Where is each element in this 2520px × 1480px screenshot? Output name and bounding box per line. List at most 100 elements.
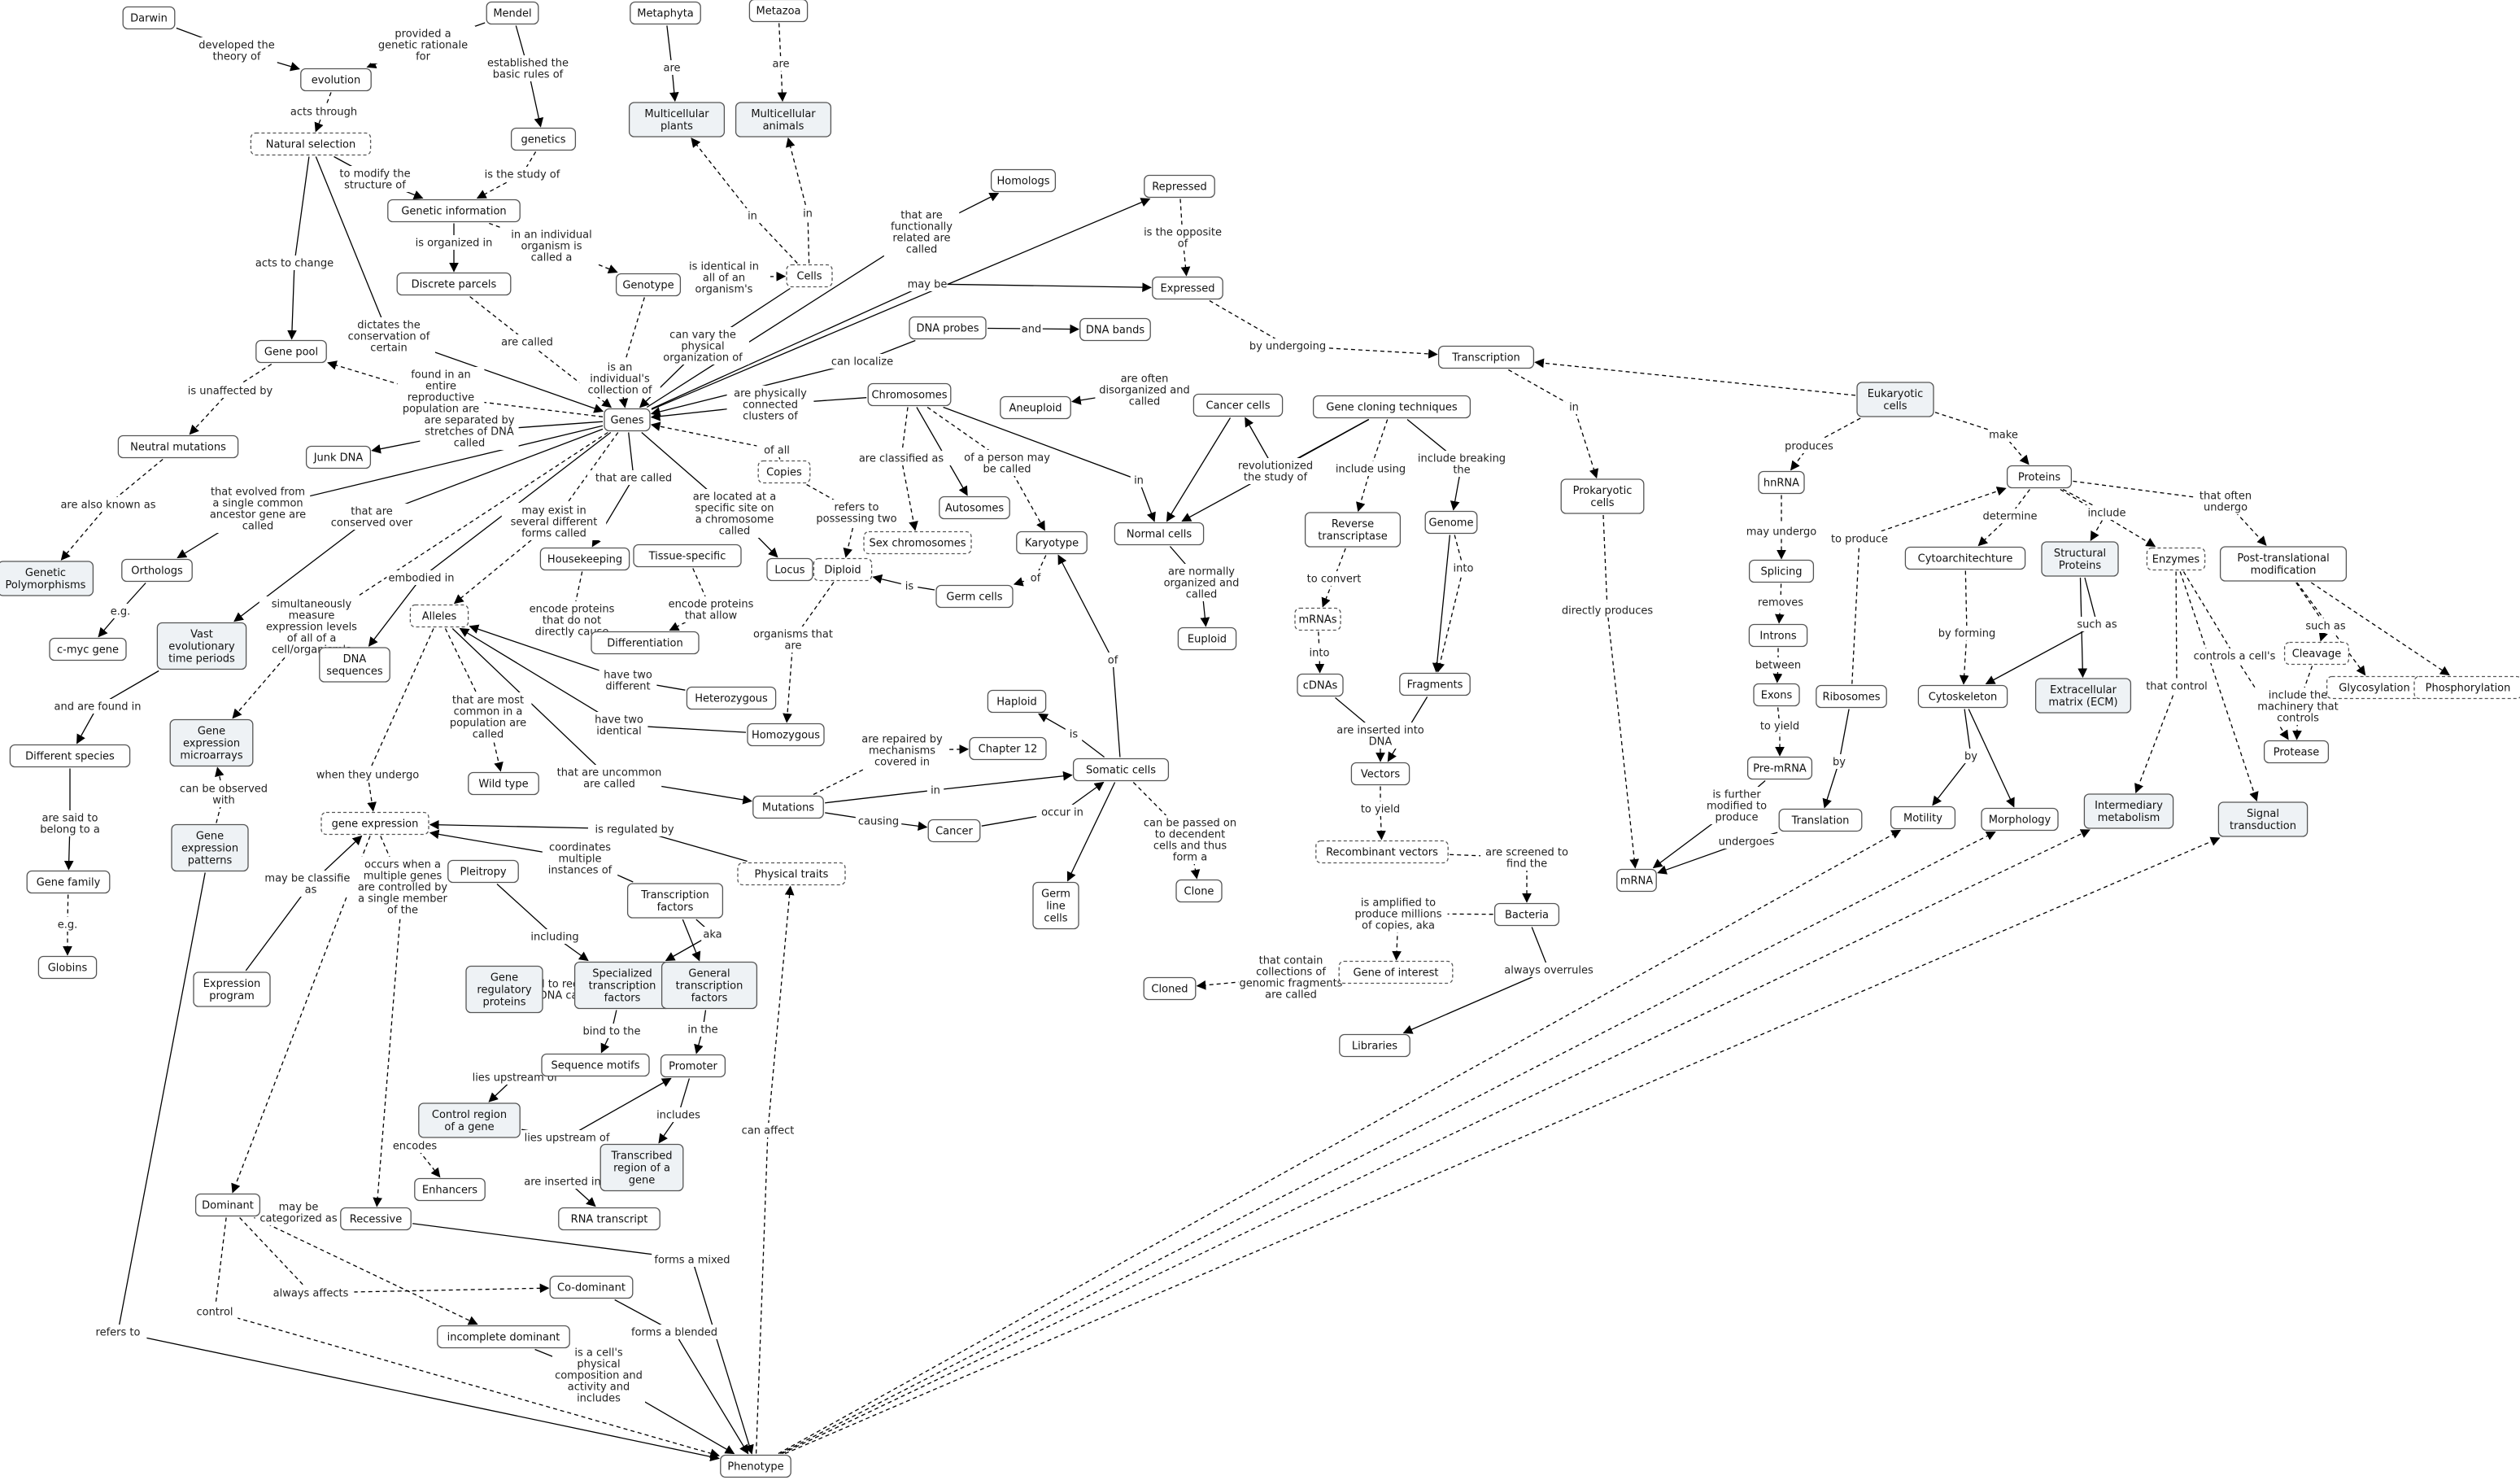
concept-node-motility[interactable]: Motility	[1890, 805, 1956, 830]
concept-node-incomplete[interactable]: incomplete dominant	[437, 1325, 570, 1349]
concept-node-genotype[interactable]: Genotype	[615, 273, 682, 297]
concept-node-enzymes[interactable]: Enzymes	[2146, 547, 2206, 571]
concept-node-mendel[interactable]: Mendel	[486, 1, 539, 25]
concept-node-natsel[interactable]: Natural selection	[250, 132, 372, 156]
concept-node-sexchrom[interactable]: Sex chromosomes	[863, 530, 972, 555]
concept-node-fragments[interactable]: Fragments	[1399, 672, 1471, 696]
concept-node-differentiation[interactable]: Differentiation	[591, 631, 700, 655]
concept-node-mrna[interactable]: mRNA	[1616, 868, 1657, 893]
concept-node-metaphyta[interactable]: Metaphyta	[630, 1, 701, 25]
concept-node-autosomes[interactable]: Autosomes	[939, 496, 1010, 520]
concept-node-ribosomes[interactable]: Ribosomes	[1816, 684, 1887, 709]
concept-node-genefamily[interactable]: Gene family	[26, 870, 111, 894]
concept-node-glyco[interactable]: Glycosylation	[2326, 675, 2423, 700]
concept-node-cleavage[interactable]: Cleavage	[2283, 641, 2350, 666]
concept-node-enhancers[interactable]: Enhancers	[414, 1177, 486, 1202]
concept-node-haploid[interactable]: Haploid	[987, 689, 1047, 714]
concept-node-darwin[interactable]: Darwin	[122, 6, 176, 30]
concept-node-phenotype[interactable]: Phenotype	[720, 1454, 791, 1478]
concept-node-cmyc[interactable]: c-myc gene	[49, 637, 127, 661]
concept-node-phospho[interactable]: Phosphorylation	[2413, 675, 2520, 700]
concept-node-goi[interactable]: Gene of interest	[1338, 960, 1454, 984]
concept-node-dominant[interactable]: Dominant	[194, 1193, 261, 1217]
concept-node-rnatranscript[interactable]: RNA transcript	[558, 1207, 661, 1231]
concept-node-cloned[interactable]: Cloned	[1143, 976, 1197, 1001]
concept-node-wildtype[interactable]: Wild type	[468, 771, 539, 796]
concept-node-morphology[interactable]: Morphology	[1981, 807, 2059, 832]
concept-node-genetics[interactable]: genetics	[510, 127, 577, 151]
concept-node-orthologs[interactable]: Orthologs	[121, 558, 193, 583]
concept-node-housekeeping[interactable]: Housekeeping	[539, 547, 630, 571]
concept-node-physical[interactable]: Physical traits	[737, 862, 846, 886]
concept-node-cancercells[interactable]: Cancer cells	[1192, 393, 1284, 417]
concept-node-karyotype[interactable]: Karyotype	[1016, 530, 1088, 555]
concept-node-globins[interactable]: Globins	[37, 955, 98, 980]
concept-node-cdnas[interactable]: cDNAs	[1297, 673, 1344, 697]
concept-node-transcription[interactable]: Transcription	[1437, 345, 1535, 369]
concept-node-exons[interactable]: Exons	[1753, 683, 1800, 707]
concept-node-genome[interactable]: Genome	[1424, 510, 1478, 535]
concept-node-normalcells[interactable]: Normal cells	[1114, 522, 1205, 546]
concept-node-genes[interactable]: Genes	[604, 408, 651, 432]
concept-node-genepool[interactable]: Gene pool	[255, 339, 327, 364]
concept-node-geneexpr[interactable]: gene expression	[320, 811, 429, 836]
concept-node-aneuploid[interactable]: Aneuploid	[1000, 395, 1071, 420]
concept-node-chapter12[interactable]: Chapter 12	[969, 736, 1047, 761]
concept-node-diffspecies[interactable]: Different species	[9, 744, 131, 768]
concept-node-protease[interactable]: Protease	[2263, 740, 2330, 764]
concept-node-metazoa[interactable]: Metazoa	[748, 0, 809, 23]
concept-node-somatic[interactable]: Somatic cells	[1072, 757, 1170, 782]
concept-node-pleitropy[interactable]: Pleitropy	[447, 859, 519, 884]
concept-node-bacteria[interactable]: Bacteria	[1493, 902, 1560, 927]
concept-node-mutations[interactable]: Mutations	[752, 795, 824, 819]
concept-node-recessive[interactable]: Recessive	[340, 1207, 412, 1231]
concept-node-mrnas[interactable]: mRNAs	[1294, 607, 1341, 631]
concept-node-copies[interactable]: Copies	[757, 460, 811, 484]
concept-node-neutral[interactable]: Neutral mutations	[117, 434, 239, 459]
concept-node-euploid[interactable]: Euploid	[1177, 626, 1237, 651]
concept-node-libraries[interactable]: Libraries	[1339, 1033, 1410, 1058]
concept-node-evolution[interactable]: evolution	[300, 68, 372, 92]
concept-node-premrna[interactable]: Pre-mRNA	[1746, 756, 1813, 780]
concept-node-cells[interactable]: Cells	[786, 264, 833, 288]
concept-node-dnaprobes[interactable]: DNA probes	[909, 316, 987, 340]
concept-node-promoter[interactable]: Promoter	[660, 1054, 726, 1078]
concept-node-dnabands[interactable]: DNA bands	[1079, 317, 1151, 342]
concept-node-vectors[interactable]: Vectors	[1350, 762, 1410, 786]
concept-node-tissue[interactable]: Tissue-specific	[633, 544, 742, 568]
concept-node-locus[interactable]: Locus	[766, 557, 813, 582]
concept-node-splicing[interactable]: Splicing	[1748, 559, 1815, 583]
concept-node-translation[interactable]: Translation	[1778, 808, 1863, 832]
concept-node-cytoarch[interactable]: Cytoarchitechture	[1904, 546, 2026, 570]
concept-node-codominant[interactable]: Co-dominant	[549, 1275, 634, 1299]
concept-node-homologs[interactable]: Homologs	[990, 168, 1057, 193]
concept-node-homozygous[interactable]: Homozygous	[747, 723, 825, 747]
concept-node-introns[interactable]: Introns	[1748, 623, 1808, 648]
concept-node-diploid[interactable]: Diploid	[813, 557, 873, 582]
concept-node-junkdna[interactable]: Junk DNA	[305, 445, 372, 469]
concept-node-expressed[interactable]: Expressed	[1152, 276, 1223, 300]
concept-node-chromosomes[interactable]: Chromosomes	[867, 382, 952, 407]
concept-node-alleles[interactable]: Alleles	[409, 604, 469, 628]
concept-node-geninfo[interactable]: Genetic information	[387, 199, 521, 223]
